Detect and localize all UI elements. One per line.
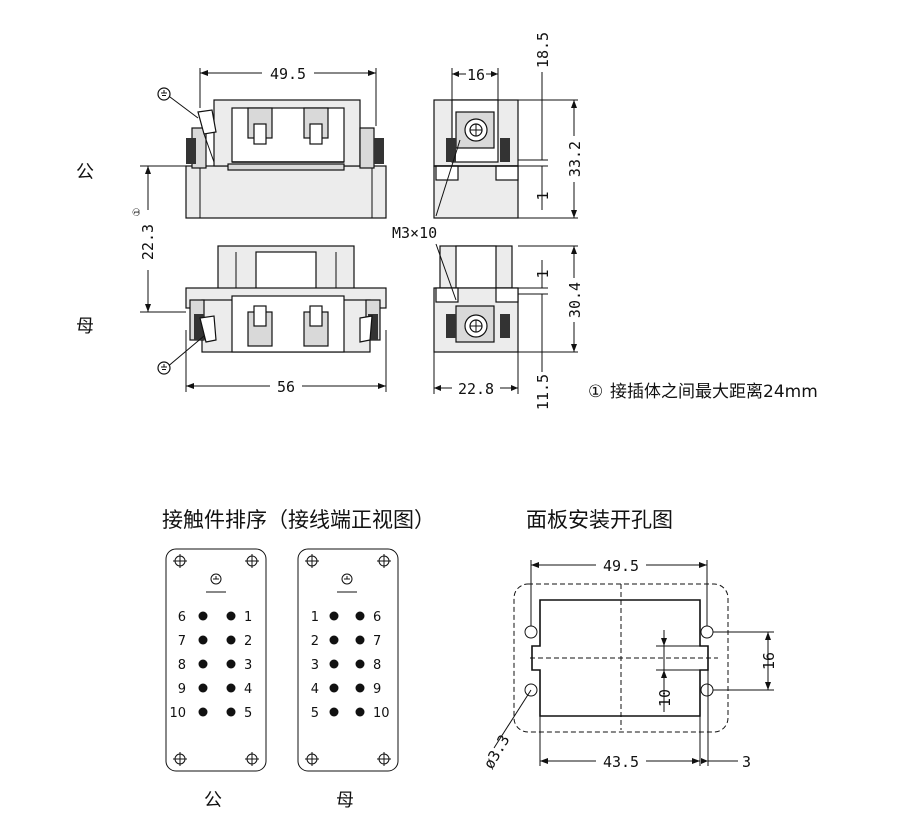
pin-label: 4 <box>244 682 252 697</box>
dim-33-2-text: 33.2 <box>566 141 584 177</box>
crosshair-hole-icon <box>245 752 259 766</box>
contact-dot-icon <box>198 683 208 693</box>
female-insert-label: 母 <box>336 790 354 811</box>
pin-label: 1 <box>311 610 319 625</box>
dim-side-16-text: 16 <box>467 66 485 84</box>
male-side-view <box>433 99 519 219</box>
cut-49-5-text: 49.5 <box>603 557 639 575</box>
male-insert-label: 公 <box>204 790 222 811</box>
dim-1a-text: 1 <box>534 191 552 200</box>
cut-3-text: 3 <box>742 753 751 771</box>
dim-width-bottom-text: 56 <box>277 378 295 396</box>
contact-dot-icon <box>198 611 208 621</box>
contact-dot-icon <box>226 635 236 645</box>
pin-label: 3 <box>244 658 252 673</box>
pin-label: 5 <box>244 706 252 721</box>
contact-dot-icon <box>355 611 365 621</box>
contact-dot-icon <box>355 635 365 645</box>
pin-label: 10 <box>169 706 186 721</box>
male-pins: 6 7 8 9 10 1 2 3 4 5 <box>169 610 252 721</box>
note-text: 接插体之间最大距离24mm <box>610 382 818 402</box>
contact-dot-icon <box>329 635 339 645</box>
crosshair-hole-icon <box>305 554 319 568</box>
pin-label: 10 <box>373 706 390 721</box>
female-side-view <box>433 245 519 353</box>
dim-22-8-text: 22.8 <box>458 380 494 398</box>
contact-dot-icon <box>329 659 339 669</box>
contact-dot-icon <box>329 611 339 621</box>
female-insert <box>297 548 399 772</box>
crosshair-hole-icon <box>173 752 187 766</box>
female-label: 母 <box>76 316 94 337</box>
cutout-title: 面板安装开孔图 <box>526 508 673 532</box>
contact-dot-icon <box>355 659 365 669</box>
contact-dot-icon <box>198 635 208 645</box>
crosshair-hole-icon <box>173 554 187 568</box>
pin-label: 7 <box>178 634 186 649</box>
dim-18-5-text: 18.5 <box>534 32 552 68</box>
screw-label: M3×10 <box>392 224 437 242</box>
dim-30-4-text: 30.4 <box>566 282 584 318</box>
dim-11-5-text: 11.5 <box>534 374 552 410</box>
pin-label: 9 <box>373 682 381 697</box>
panel-cutout: 49.5 43.5 3 16 10 ø3.3 <box>480 557 778 772</box>
female-front-view <box>165 245 387 369</box>
dim-width-top-text: 49.5 <box>270 65 306 83</box>
crosshair-hole-icon <box>305 752 319 766</box>
contact-dot-icon <box>329 707 339 717</box>
pin-label: 1 <box>244 610 252 625</box>
contact-dot-icon <box>355 683 365 693</box>
pin-label: 2 <box>244 634 252 649</box>
pin-label: 9 <box>178 682 186 697</box>
female-pins: 1 2 3 4 5 6 7 8 9 10 <box>311 610 390 721</box>
dim-side-verticals: 18.5 33.2 1 1 30.4 11.5 <box>518 32 584 410</box>
cut-hole-text: ø3.3 <box>480 732 514 772</box>
male-label: 公 <box>76 162 94 183</box>
dim-side-16: 16 <box>451 66 499 100</box>
ground-icon <box>157 87 171 101</box>
pin-label: 8 <box>178 658 186 673</box>
dim-1b-text: 1 <box>534 269 552 278</box>
contact-title: 接触件排序（接线端正视图） <box>162 508 435 532</box>
note-marker: ① <box>132 208 143 217</box>
ground-icon <box>341 573 353 585</box>
dim-gap-text: 22.3 <box>139 224 157 260</box>
cut-16-text: 16 <box>760 652 778 670</box>
contact-dot-icon <box>198 659 208 669</box>
pin-label: 3 <box>311 658 319 673</box>
crosshair-hole-icon <box>377 554 391 568</box>
dim-side-22-8: 22.8 <box>433 352 519 398</box>
ground-icon <box>210 573 222 585</box>
pin-label: 8 <box>373 658 381 673</box>
crosshair-hole-icon <box>245 554 259 568</box>
contact-dot-icon <box>226 707 236 717</box>
pin-label: 2 <box>311 634 319 649</box>
male-front-view <box>165 93 387 219</box>
contact-dot-icon <box>226 611 236 621</box>
contact-dot-icon <box>198 707 208 717</box>
cut-43-5-text: 43.5 <box>603 753 639 771</box>
dim-gap: 22.3 ① <box>132 165 186 313</box>
pin-label: 5 <box>311 706 319 721</box>
cut-10-text: 10 <box>656 689 674 707</box>
contact-dot-icon <box>226 683 236 693</box>
male-insert <box>165 548 267 772</box>
crosshair-hole-icon <box>377 752 391 766</box>
pin-label: 4 <box>311 682 319 697</box>
contact-dot-icon <box>355 707 365 717</box>
pin-label: 6 <box>178 610 186 625</box>
contact-dot-icon <box>226 659 236 669</box>
note-circle: ① <box>588 382 603 402</box>
contact-dot-icon <box>329 683 339 693</box>
dim-width-bottom: 56 <box>185 330 387 396</box>
pin-label: 7 <box>373 634 381 649</box>
pin-label: 6 <box>373 610 381 625</box>
dim-width-top: 49.5 <box>199 65 377 126</box>
ground-icon <box>157 361 171 375</box>
